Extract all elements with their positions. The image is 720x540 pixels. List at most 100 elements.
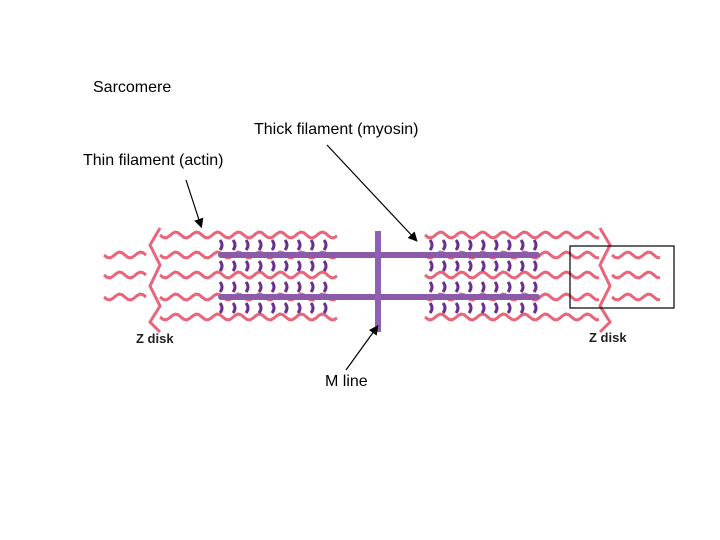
myosin-head — [519, 302, 525, 314]
myosin-head — [441, 260, 447, 272]
myosin-head — [270, 239, 276, 251]
myosin-head — [467, 281, 473, 293]
myosin-head — [309, 302, 315, 314]
thick-filaments — [218, 239, 540, 314]
myosin-head — [506, 302, 512, 314]
z-disks — [148, 227, 612, 334]
myosin-head — [519, 281, 525, 293]
myosin-head — [493, 281, 499, 293]
myosin-head — [441, 239, 447, 251]
myosin-head — [270, 260, 276, 272]
actin-strand — [424, 230, 600, 240]
myosin-head — [441, 302, 447, 314]
myosin-head — [257, 281, 263, 293]
myosin-head — [428, 302, 434, 314]
myosin-head — [454, 239, 460, 251]
myosin-head — [428, 281, 434, 293]
myosin-head — [467, 239, 473, 251]
myosin-head — [257, 239, 263, 251]
z-disk-right-label: Z disk — [589, 330, 627, 345]
myosin-head — [296, 239, 302, 251]
myosin-head — [532, 302, 538, 314]
myosin-head — [283, 302, 289, 314]
actin-strand — [424, 270, 600, 280]
myosin-head — [467, 302, 473, 314]
thick-filament-label: Thick filament (myosin) — [254, 121, 419, 138]
myosin-head — [309, 260, 315, 272]
thin-filament-arrow — [185, 179, 204, 229]
myosin-head — [322, 260, 328, 272]
m-line-arrow — [345, 325, 379, 371]
myosin-head — [532, 260, 538, 272]
thin-filaments — [103, 230, 661, 322]
myosin-head — [283, 260, 289, 272]
thin-filament-label: Thin filament (actin) — [83, 152, 224, 169]
myosin-head — [506, 239, 512, 251]
z-disk-left-label: Z disk — [136, 331, 174, 346]
thick-filament-arrow — [326, 144, 418, 242]
myosin-head — [283, 239, 289, 251]
myosin-head — [283, 281, 289, 293]
actin-strand — [611, 292, 661, 302]
highlight-box — [569, 245, 675, 309]
myosin-head — [309, 281, 315, 293]
myosin-head — [231, 302, 237, 314]
myosin-head — [309, 239, 315, 251]
myosin-head — [244, 302, 250, 314]
myosin-head — [296, 302, 302, 314]
myosin-head — [519, 260, 525, 272]
myosin-head — [322, 281, 328, 293]
myosin-head — [506, 260, 512, 272]
myosin-head — [296, 281, 302, 293]
actin-strand — [103, 292, 147, 302]
myosin-head — [480, 260, 486, 272]
myosin-head — [493, 239, 499, 251]
actin-strand — [611, 250, 661, 260]
actin-strand — [103, 250, 147, 260]
myosin-head — [454, 281, 460, 293]
myosin-head — [441, 281, 447, 293]
myosin-head — [322, 302, 328, 314]
actin-strand — [159, 230, 338, 240]
myosin-head — [231, 260, 237, 272]
actin-strand — [103, 270, 147, 280]
myosin-head — [493, 260, 499, 272]
myosin-head — [218, 239, 224, 251]
myosin-head — [270, 281, 276, 293]
actin-strand — [424, 312, 600, 322]
myosin-head — [218, 281, 224, 293]
myosin-head — [454, 260, 460, 272]
myosin-head — [532, 281, 538, 293]
myosin-head — [231, 239, 237, 251]
myosin-head — [244, 281, 250, 293]
myosin-head — [428, 260, 434, 272]
z-disk-right — [598, 227, 612, 334]
myosin-head — [270, 302, 276, 314]
diagram-title: Sarcomere — [93, 79, 172, 96]
myosin-head — [296, 260, 302, 272]
m-line — [375, 231, 381, 332]
myosin-head — [506, 281, 512, 293]
myosin-head — [322, 239, 328, 251]
myosin-head — [244, 260, 250, 272]
myosin-head — [467, 260, 473, 272]
actin-strand — [611, 270, 661, 280]
myosin-head — [257, 260, 263, 272]
actin-strand — [159, 312, 338, 322]
actin-strand — [159, 270, 338, 280]
myosin-head — [231, 281, 237, 293]
myosin-head — [454, 302, 460, 314]
myosin-head — [257, 302, 263, 314]
myosin-head — [480, 281, 486, 293]
myosin-head — [480, 239, 486, 251]
myosin-head — [480, 302, 486, 314]
m-line-label: M line — [325, 373, 368, 390]
myosin-head — [218, 260, 224, 272]
myosin-head — [493, 302, 499, 314]
myosin-head — [532, 239, 538, 251]
myosin-head — [218, 302, 224, 314]
myosin-head — [244, 239, 250, 251]
z-disk-left — [148, 227, 162, 334]
myosin-head — [519, 239, 525, 251]
